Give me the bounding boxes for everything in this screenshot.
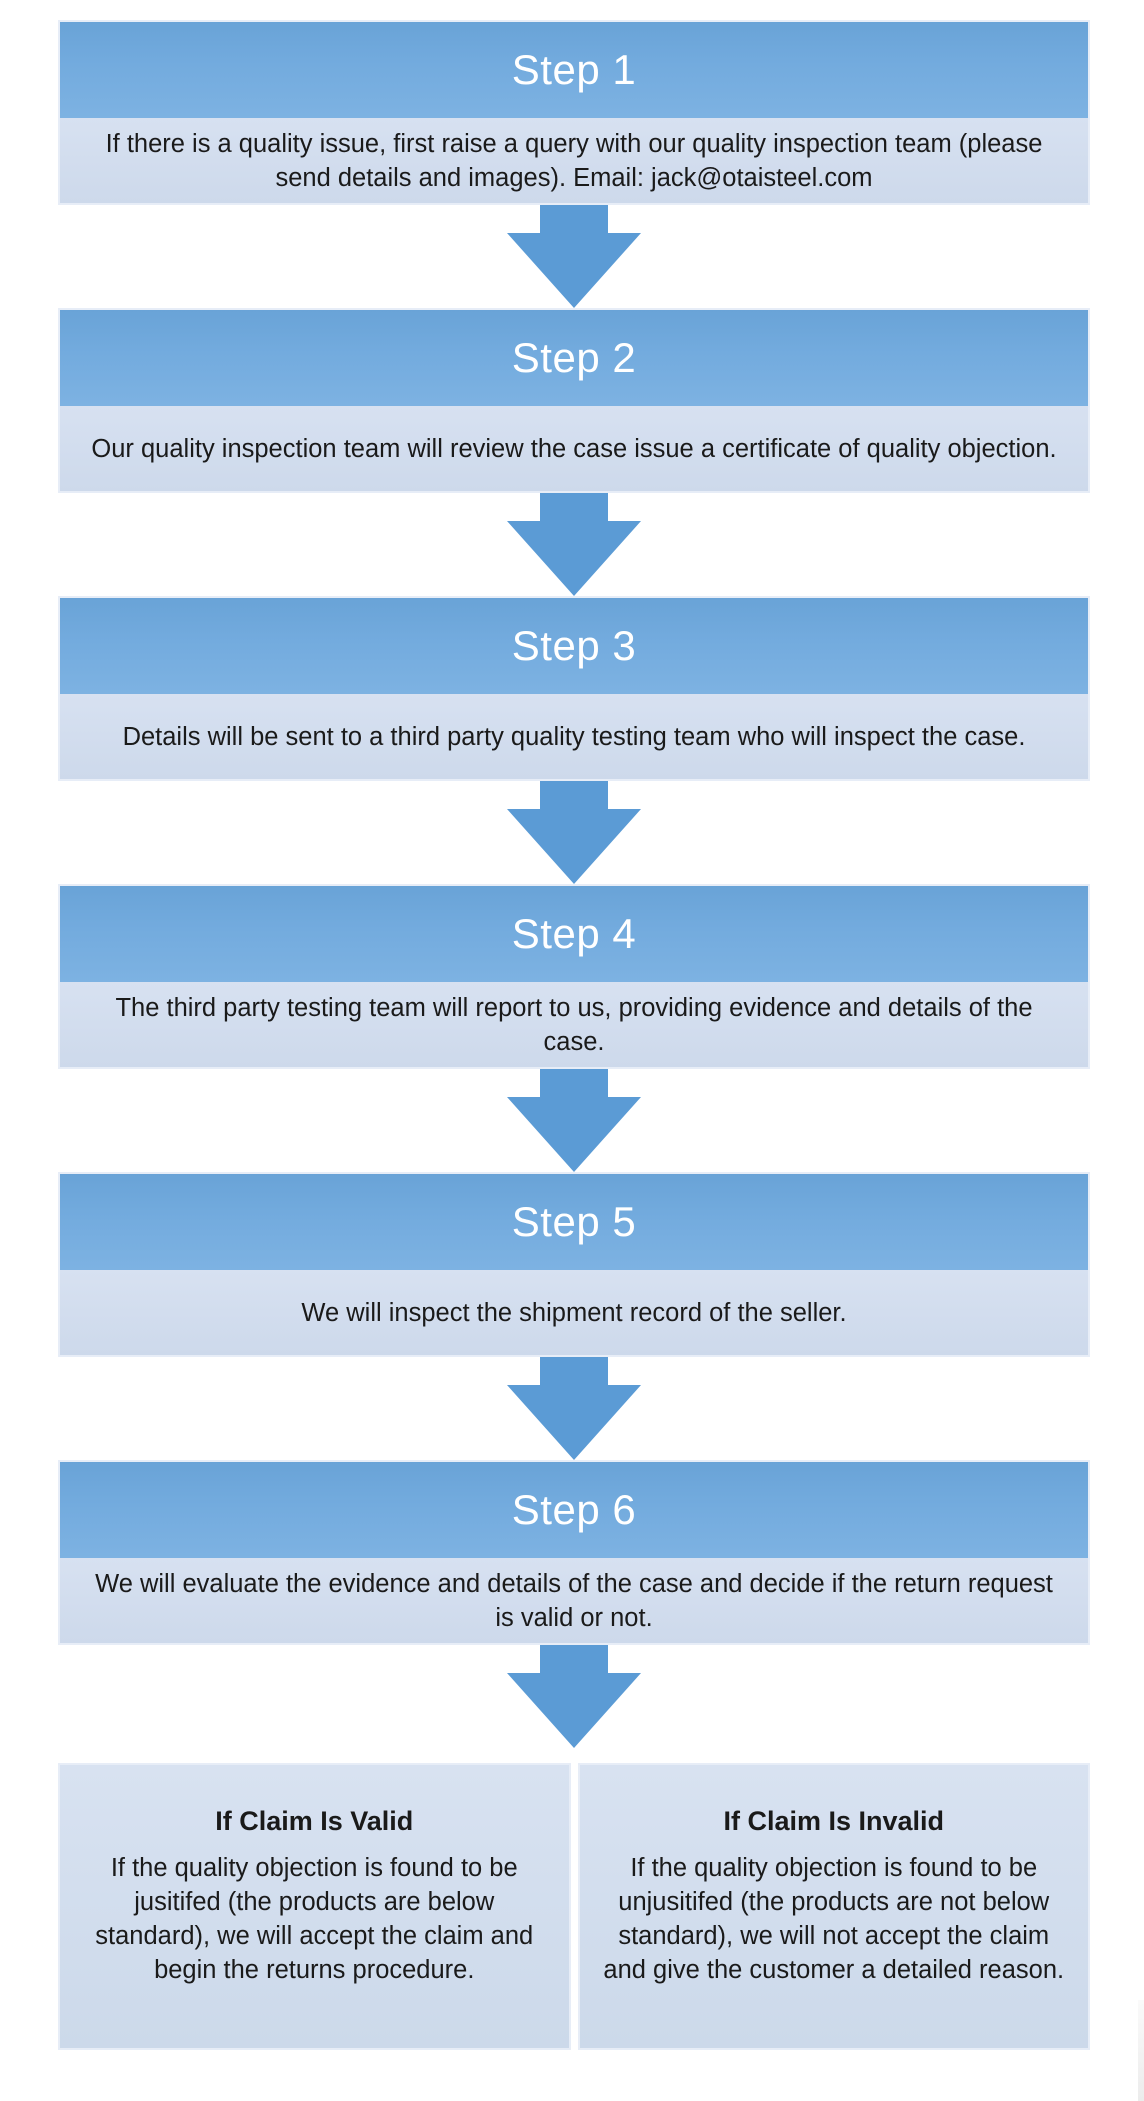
step-4-description: The third party testing team will report…	[115, 993, 1033, 1056]
arrow-gap-2	[507, 493, 641, 596]
step-4-box: Step 4 The third party testing team will…	[58, 884, 1090, 1069]
step-4-header: Step 4	[60, 886, 1088, 982]
step-1-description: If there is a quality issue, first raise…	[105, 129, 1043, 192]
down-arrow-icon	[507, 1645, 641, 1748]
step-2-description: Our quality inspection team will review …	[91, 434, 1057, 463]
outcome-invalid-title: If Claim Is Invalid	[723, 1806, 945, 1836]
step-1-header: Step 1	[60, 22, 1088, 118]
down-arrow-icon	[507, 493, 641, 596]
page-edge-strip	[1138, 2000, 1144, 2101]
outcome-invalid-description: If the quality objection is found to be …	[603, 1854, 1065, 1984]
down-arrow-icon	[507, 205, 641, 308]
step-2-body: Our quality inspection team will review …	[60, 406, 1088, 491]
arrow-gap-4	[507, 1069, 641, 1172]
step-5-title: Step 5	[511, 1198, 637, 1245]
step-4-body: The third party testing team will report…	[60, 982, 1088, 1067]
step-6-header: Step 6	[60, 1462, 1088, 1558]
step-6-title: Step 6	[511, 1486, 637, 1533]
step-4-title: Step 4	[511, 910, 637, 957]
outcomes-row: If Claim Is Valid If the quality objecti…	[58, 1763, 1090, 2050]
outcome-valid-title: If Claim Is Valid	[215, 1806, 414, 1836]
step-1-box: Step 1 If there is a quality issue, firs…	[58, 20, 1090, 205]
step-2-header: Step 2	[60, 310, 1088, 406]
step-3-description: Details will be sent to a third party qu…	[122, 722, 1026, 751]
down-arrow-icon	[507, 781, 641, 884]
step-3-title: Step 3	[511, 622, 637, 669]
arrow-gap-5	[507, 1357, 641, 1460]
step-3-box: Step 3 Details will be sent to a third p…	[58, 596, 1090, 781]
step-5-description: We will inspect the shipment record of t…	[301, 1298, 847, 1327]
down-arrow-icon	[507, 1069, 641, 1172]
step-1-title: Step 1	[511, 46, 637, 93]
step-5-header: Step 5	[60, 1174, 1088, 1270]
step-5-body: We will inspect the shipment record of t…	[60, 1270, 1088, 1355]
down-arrow-icon	[507, 1357, 641, 1460]
outcome-invalid-panel: If Claim Is Invalid If the quality objec…	[577, 1763, 1090, 2050]
step-3-body: Details will be sent to a third party qu…	[60, 694, 1088, 779]
step-5-box: Step 5 We will inspect the shipment reco…	[58, 1172, 1090, 1357]
outcome-valid-description: If the quality objection is found to be …	[95, 1854, 534, 1984]
step-2-title: Step 2	[511, 334, 637, 381]
step-1-body: If there is a quality issue, first raise…	[60, 118, 1088, 203]
step-6-description: We will evaluate the evidence and detail…	[95, 1569, 1053, 1632]
arrow-gap-6	[507, 1645, 641, 1763]
returns-process-flowchart: Step 1 If there is a quality issue, firs…	[58, 20, 1090, 2050]
outcome-valid-panel: If Claim Is Valid If the quality objecti…	[58, 1763, 571, 2050]
step-2-box: Step 2 Our quality inspection team will …	[58, 308, 1090, 493]
step-6-box: Step 6 We will evaluate the evidence and…	[58, 1460, 1090, 1645]
arrow-gap-3	[507, 781, 641, 884]
step-3-header: Step 3	[60, 598, 1088, 694]
step-6-body: We will evaluate the evidence and detail…	[60, 1558, 1088, 1643]
arrow-gap-1	[507, 205, 641, 308]
